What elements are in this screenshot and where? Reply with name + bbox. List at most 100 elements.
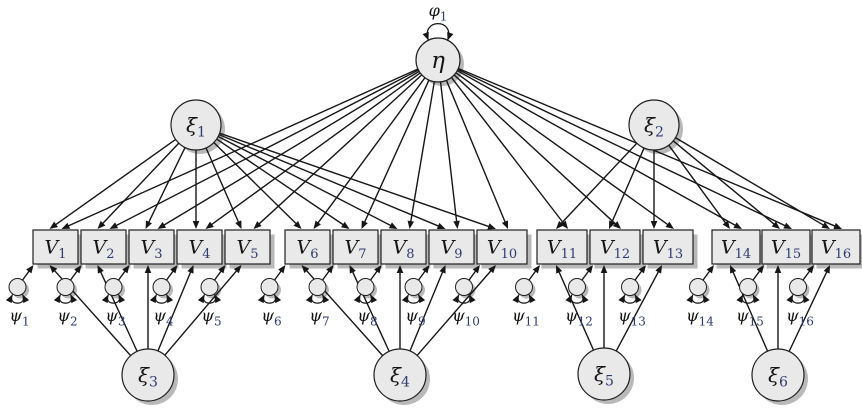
- path-eta-v11: [450, 77, 565, 225]
- path-xi2-v11: [559, 142, 638, 226]
- error-psi13-selfloop-arrowhead: [635, 294, 642, 304]
- path-xi2-v16-arrowhead: [821, 222, 830, 229]
- path-psi14-v14-arrowhead: [706, 265, 714, 274]
- observed-v2-box: [80, 229, 127, 265]
- path-psi1-v1: [21, 269, 31, 281]
- path-psi8-v8-arrowhead: [374, 265, 382, 274]
- error-psi14-selfloop-arrowhead: [703, 294, 710, 304]
- observed-v2: V2: [80, 229, 127, 265]
- error-psi7-circle: [308, 278, 327, 296]
- eta-selfloop-arrowhead: [422, 31, 429, 41]
- path-xi6-v16: [788, 270, 829, 352]
- error-psi11-selfloop-arrowhead: [529, 294, 536, 304]
- error-psi2-selfloop-arrowhead: [70, 294, 78, 304]
- latent-xi3-label: ξ3: [138, 363, 158, 391]
- path-eta-v4: [209, 72, 421, 227]
- observed-v4: V4: [176, 229, 223, 265]
- path-eta-v4-arrowhead: [205, 221, 214, 229]
- error-psi10-selfloop-arrowhead: [469, 294, 476, 304]
- path-psi14-v14: [702, 269, 712, 281]
- observed-v10: V10: [476, 229, 528, 265]
- latent-xi2: ξ2: [628, 99, 680, 151]
- error-psi8-circle: [356, 278, 375, 296]
- path-psi10-v10-arrowhead: [472, 265, 480, 274]
- path-xi1-v8-arrowhead: [388, 222, 398, 229]
- path-xi1-v9: [218, 133, 441, 228]
- path-psi6-v6-arrowhead: [278, 265, 286, 274]
- path-xi1-v3: [147, 147, 186, 224]
- path-psi9-v9: [417, 269, 427, 281]
- observed-v8-box: [380, 229, 427, 265]
- error-psi5-label: ψ5: [201, 306, 221, 329]
- latent-xi6-label: ξ6: [768, 363, 788, 391]
- latent-xi4-circle: [373, 348, 427, 402]
- path-eta-v10-arrowhead: [501, 220, 508, 229]
- observed-v3-box: [128, 229, 175, 265]
- error-psi14-selfloop-arrowhead: [686, 294, 693, 304]
- latent-xi1: ξ1: [170, 99, 222, 151]
- error-psi3: ψ3: [101, 278, 126, 329]
- path-xi1-v3-arrowhead: [145, 220, 152, 229]
- path-xi1-v1: [53, 138, 177, 227]
- latent-xi4: ξ4: [373, 348, 427, 402]
- path-eta-v5-arrowhead: [253, 221, 262, 229]
- path-eta-v8: [409, 81, 436, 224]
- path-eta-v9: [439, 81, 458, 224]
- path-xi5-v11-arrowhead: [556, 265, 563, 274]
- latent-xi3: ξ3: [121, 348, 175, 402]
- path-eta-v3: [162, 70, 420, 227]
- observed-v15: V15: [761, 229, 811, 265]
- path-psi6-v6: [273, 269, 283, 281]
- error-psi9: ψ9: [401, 278, 426, 329]
- latent-xi6-circle: [751, 348, 805, 402]
- error-psi3-circle: [104, 278, 123, 296]
- error-psi10-circle: [455, 278, 473, 296]
- path-psi5-v5-arrowhead: [218, 265, 226, 274]
- latent-eta-circle: [415, 37, 461, 83]
- error-psi10: ψ10: [452, 278, 480, 329]
- latent-xi2-label: ξ2: [644, 113, 664, 141]
- path-eta-v14: [456, 70, 738, 227]
- error-psi1-selfloop-arrowhead: [22, 294, 30, 304]
- path-psi12-v12: [581, 269, 591, 281]
- path-psi15-v15: [752, 269, 762, 281]
- path-eta-v12-arrowhead: [612, 221, 621, 229]
- path-eta-v6: [316, 77, 426, 225]
- error-psi3-selfloop-arrowhead: [118, 294, 126, 304]
- path-eta-v2: [114, 69, 419, 227]
- error-psi5-selfloop-arrowhead: [197, 294, 205, 304]
- error-psi5: ψ5: [197, 278, 222, 329]
- observed-v4-box: [176, 229, 223, 265]
- error-psi1-label: ψ1: [9, 306, 29, 329]
- path-xi1-v10: [219, 132, 491, 228]
- observed-v10-box: [476, 229, 528, 265]
- path-xi5-v11: [557, 270, 595, 351]
- path-xi3-v4-arrowhead: [187, 265, 194, 274]
- path-xi1-v6-arrowhead: [293, 221, 302, 229]
- error-psi9-selfloop-arrowhead: [418, 294, 426, 304]
- path-xi4-v10-arrowhead: [488, 265, 496, 274]
- path-xi1-v5-arrowhead: [235, 220, 242, 229]
- latent-xi6: ξ6: [751, 348, 805, 402]
- path-eta-v13: [455, 72, 670, 227]
- path-xi5-v13-arrowhead: [655, 265, 662, 274]
- path-psi11-v11: [528, 269, 538, 281]
- error-psi6-circle: [260, 278, 279, 296]
- path-psi13-v13-arrowhead: [638, 265, 646, 274]
- observed-v13-label: V13: [653, 237, 683, 263]
- path-eta-v15: [457, 68, 787, 228]
- path-xi5-v13: [615, 269, 660, 352]
- error-psi4-selfloop-arrowhead: [166, 294, 174, 304]
- path-xi4-v9-arrowhead: [439, 265, 446, 274]
- error-psi10-label: ψ10: [452, 306, 480, 329]
- observed-v8-label: V8: [392, 237, 414, 263]
- path-eta-v8-arrowhead: [407, 220, 415, 229]
- path-psi2-v2: [69, 269, 79, 281]
- path-xi3-v4: [157, 270, 192, 352]
- path-psi12-v12-arrowhead: [585, 265, 593, 274]
- error-psi7-selfloop-arrowhead: [305, 294, 313, 304]
- path-xi4-v6-arrowhead: [301, 265, 310, 274]
- path-xi1-v10-arrowhead: [487, 223, 496, 230]
- path-xi1-v7-arrowhead: [341, 221, 350, 229]
- observed-v6-label: V6: [296, 237, 318, 263]
